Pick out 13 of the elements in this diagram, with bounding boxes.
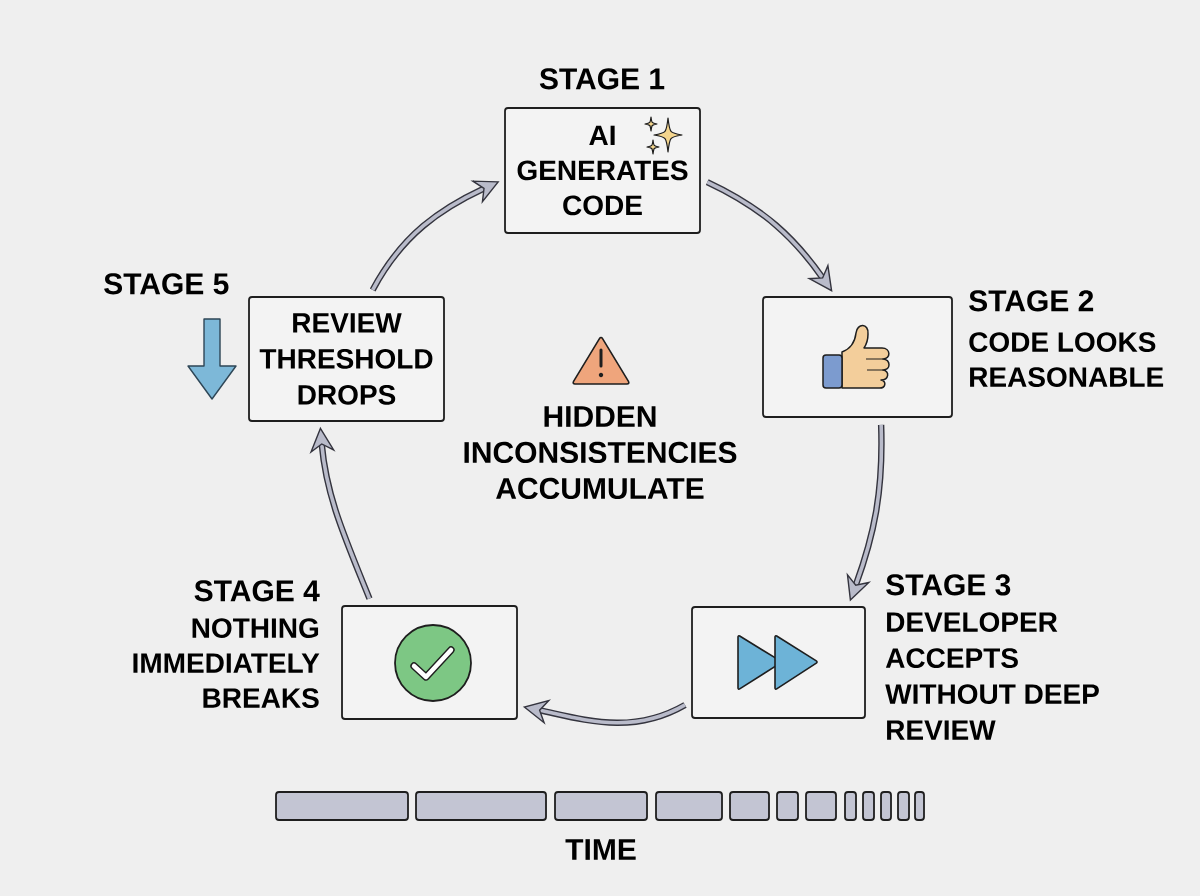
axis-label: TIME — [565, 839, 636, 860]
stage-description: CODE LOOKS REASONABLE — [969, 332, 1164, 387]
stage-heading: STAGE 3 — [886, 574, 1011, 596]
stage-heading: STAGE 5 — [104, 273, 229, 295]
stage-description: NOTHING IMMEDIATELY BREAKS — [133, 618, 320, 708]
process-box: AI GENERATES CODE — [504, 107, 701, 234]
stage-description: DEVELOPER ACCEPTS WITHOUT DEEP REVIEW — [885, 612, 1099, 740]
stage-heading: STAGE 1 — [539, 68, 665, 90]
arrow — [705, 179, 833, 292]
stage-heading: STAGE 4 — [194, 580, 320, 602]
process-box: REVIEW THRESHOLD DROPS — [248, 296, 445, 422]
note-text: HIDDEN INCONSISTENCIES ACCUMULATE — [464, 406, 737, 500]
stage-heading: STAGE 2 — [969, 290, 1094, 312]
